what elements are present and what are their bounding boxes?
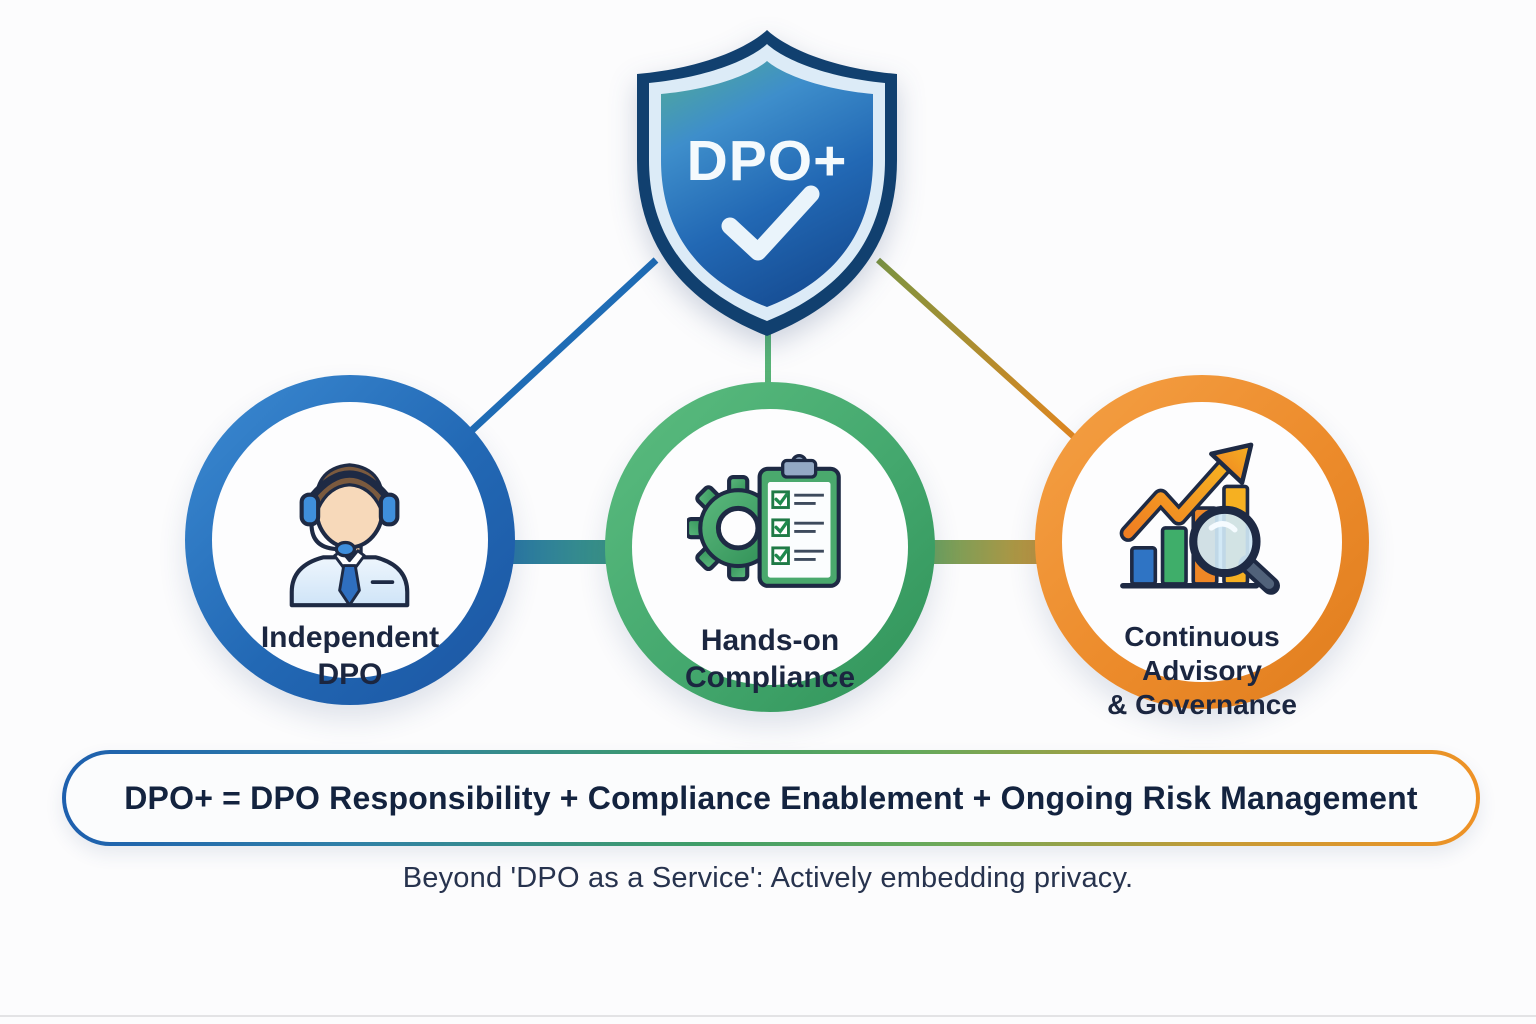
support-agent-headset-icon: [289, 463, 410, 608]
gear-checklist-clipboard-icon: [687, 453, 841, 588]
pillar-continuous-advisory-governance: Continuous Advisory & Governance: [1035, 375, 1369, 720]
pillar-continuous-advisory-label: Continuous Advisory & Governance: [1062, 620, 1342, 722]
formula-banner: DPO+ = DPO Responsibility + Compliance E…: [62, 750, 1480, 846]
shield-to-right-line: [875, 257, 1078, 441]
pillar-hands-on-compliance: Hands-on Compliance: [605, 382, 935, 712]
pillar-label-line: Independent: [260, 621, 440, 654]
growth-chart-magnifier-icon: [1119, 442, 1280, 595]
pillar-label-line: Hands-on: [700, 624, 840, 657]
pillar-label-line: Compliance: [684, 660, 856, 694]
pillar-label-line: Continuous Advisory: [1124, 621, 1280, 687]
pillar-label-line: DPO: [317, 657, 383, 691]
tagline-text: Beyond 'DPO as a Service': Actively embe…: [402, 862, 1134, 894]
shield-to-left-line: [467, 257, 659, 435]
formula-text: DPO+ = DPO Responsibility + Compliance E…: [124, 779, 1418, 816]
pillar-continuous-advisory-body: Continuous Advisory & Governance: [1062, 402, 1342, 720]
pillar-hands-on-compliance-body: Hands-on Compliance: [632, 409, 908, 694]
shield-checkmark-icon: [721, 185, 820, 261]
dpo-plus-shield: DPO+: [637, 30, 897, 336]
bottom-divider: [0, 1015, 1536, 1017]
pillar-independent-dpo-body: Independent DPO: [212, 402, 488, 691]
formula-banner-inner: DPO+ = DPO Responsibility + Compliance E…: [66, 754, 1476, 842]
shield-title: DPO+: [687, 129, 848, 193]
pillar-independent-dpo: Independent DPO: [185, 375, 515, 705]
pillar-hands-on-compliance-label: Hands-on Compliance: [632, 623, 908, 696]
pillar-independent-dpo-label: Independent DPO: [212, 620, 488, 693]
pillar-label-line: & Governance: [1107, 689, 1297, 721]
shield-body: [661, 61, 873, 307]
